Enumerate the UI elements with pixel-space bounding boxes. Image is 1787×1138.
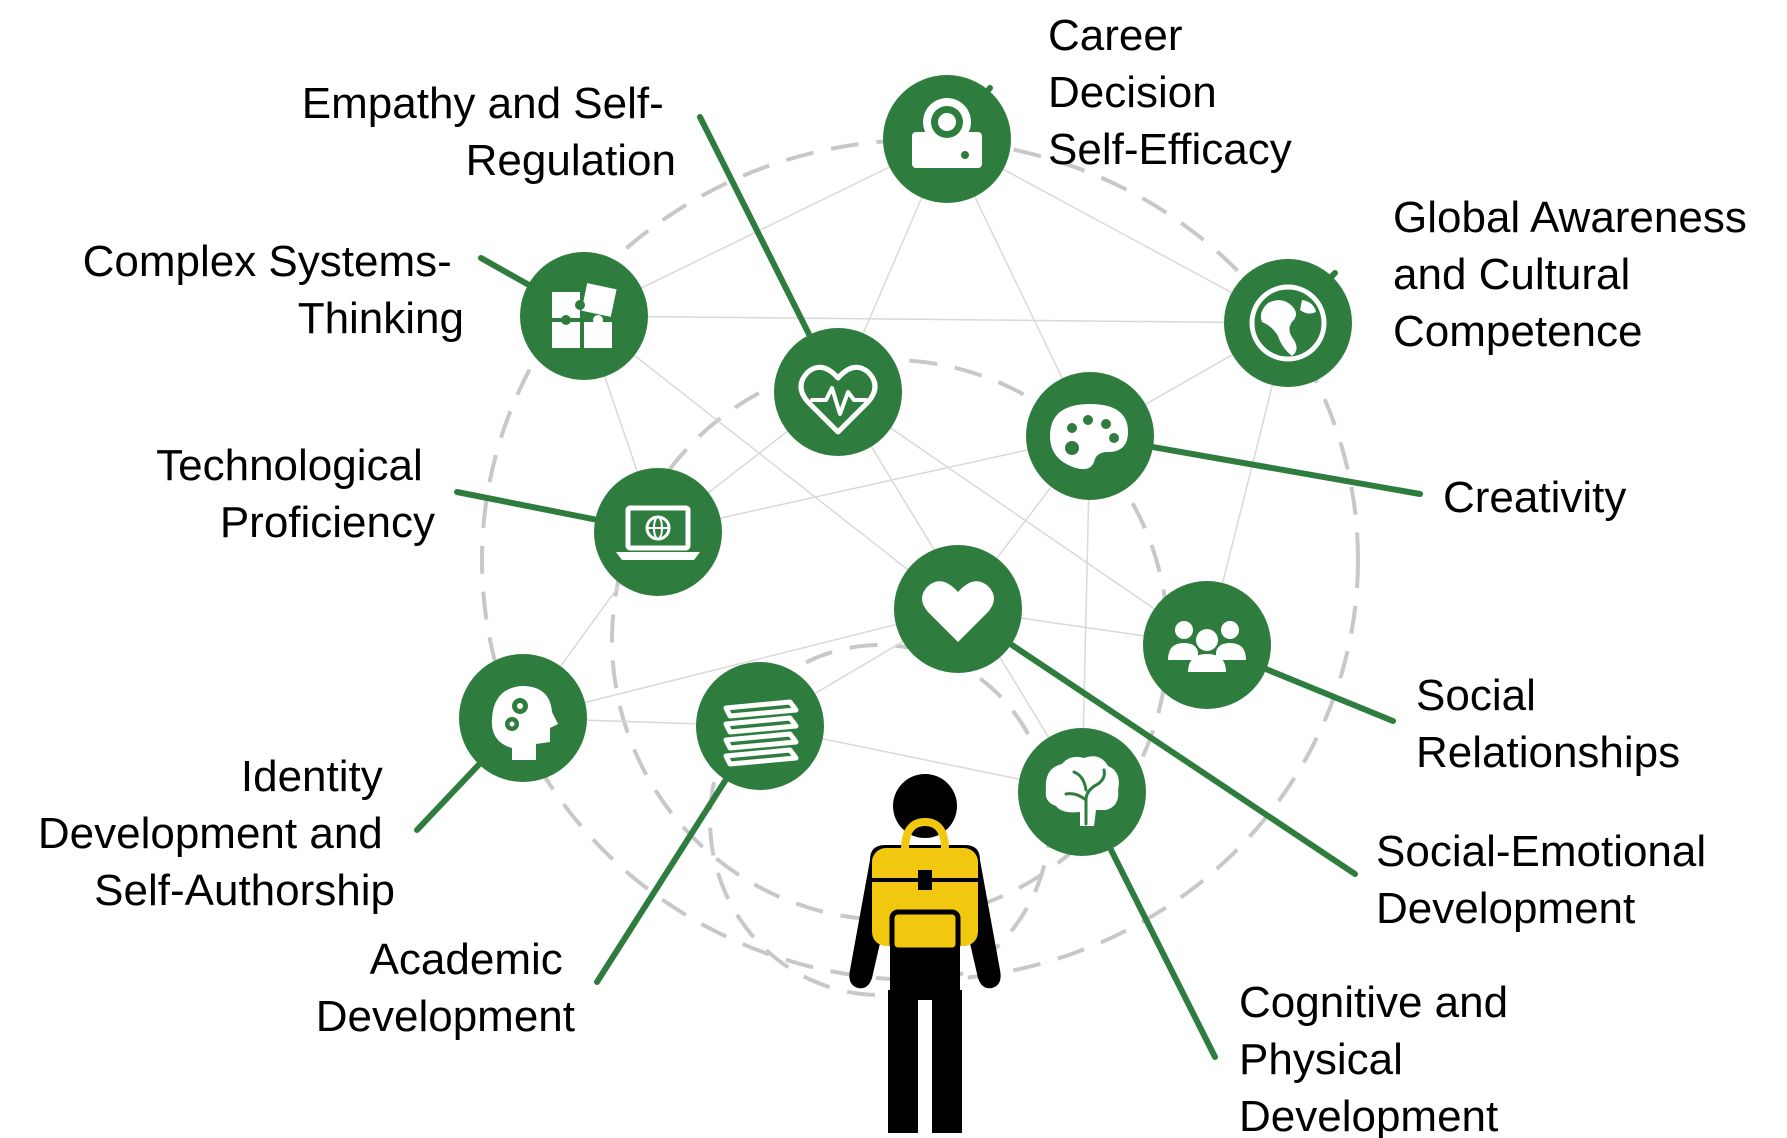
group-of-people-icon xyxy=(1168,621,1246,672)
label-technological: Technological Proficiency xyxy=(156,441,435,547)
node-academic xyxy=(696,662,824,790)
node-creativity xyxy=(1026,372,1154,500)
puzzle-pieces-icon xyxy=(552,283,617,348)
label-social-relationships: Social Relationships xyxy=(1416,671,1680,777)
node-social-relationships xyxy=(1143,581,1271,709)
stack-of-books-icon xyxy=(723,699,799,767)
node-complex-systems xyxy=(520,252,648,380)
node-social-emotional xyxy=(894,545,1022,673)
laptop-globe-icon xyxy=(616,505,700,560)
label-cognitive: Cognitive and Physical Development xyxy=(1239,978,1520,1138)
outer-ring xyxy=(480,138,1360,982)
globe-icon xyxy=(1249,284,1327,362)
labels: Career Decision Self-Efficacy Global Awa… xyxy=(38,11,1759,1138)
node-global xyxy=(1224,259,1352,387)
student-left-leg xyxy=(888,990,918,1133)
label-global: Global Awareness and Cultural Competence xyxy=(1393,193,1759,356)
astronaut-helmet-icon xyxy=(912,98,982,168)
backpack-handle xyxy=(901,817,949,851)
student-figure xyxy=(849,774,1001,1133)
node-career xyxy=(883,75,1011,203)
label-empathy: Empathy and Self- Regulation xyxy=(302,79,676,185)
label-complex-systems: Complex Systems- Thinking xyxy=(83,237,464,343)
student-head xyxy=(893,774,957,838)
label-career: Career Decision Self-Efficacy xyxy=(1048,11,1292,174)
student-right-leg xyxy=(932,990,962,1133)
node-identity xyxy=(459,654,587,782)
backpack-clasp xyxy=(918,870,932,890)
paint-palette-icon xyxy=(1050,404,1128,470)
label-identity: Identity Development and Self-Authorship xyxy=(38,752,395,915)
brain-icon xyxy=(1045,756,1119,826)
node-technological xyxy=(594,468,722,596)
heartbeat-icon xyxy=(798,364,878,435)
label-academic: Academic Development xyxy=(316,935,575,1041)
label-social-emotional: Social-Emotional Development xyxy=(1376,827,1718,933)
backpack-pocket xyxy=(889,909,961,953)
head-with-gears-icon xyxy=(491,686,558,760)
heart-icon xyxy=(922,581,994,642)
node-empathy xyxy=(774,328,902,456)
node-cognitive xyxy=(1018,728,1146,856)
label-creativity: Creativity xyxy=(1443,473,1626,522)
